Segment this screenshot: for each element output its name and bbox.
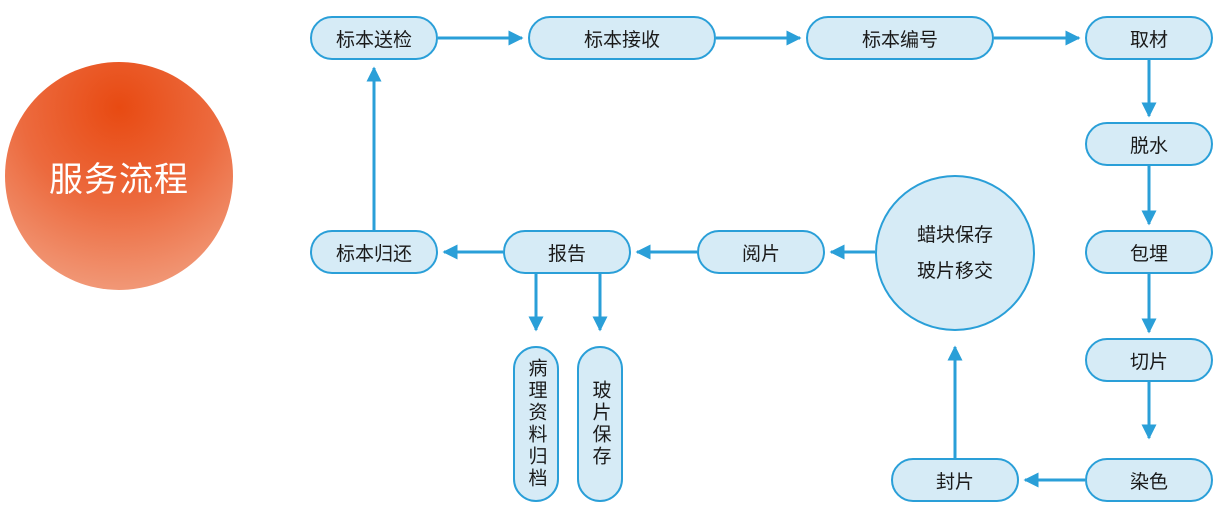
service-flow-title-circle: 服务流程	[5, 62, 233, 290]
node-label: 取材	[1129, 28, 1168, 51]
node-specimen-number: 标本编号	[806, 16, 994, 60]
node-label: 包埋	[1129, 242, 1168, 265]
node-specimen-return: 标本归还	[310, 230, 438, 274]
node-sealing: 封片	[891, 458, 1019, 502]
node-label: 玻片保存	[589, 380, 612, 468]
node-label: 切片	[1129, 350, 1168, 373]
node-sampling: 取材	[1085, 16, 1213, 60]
node-label: 病理资料归档	[525, 358, 548, 490]
node-label-block-save: 蜡块保存	[916, 224, 993, 246]
node-label: 标本送检	[335, 28, 412, 51]
service-flow-title: 服务流程	[49, 159, 189, 200]
node-label: 脱水	[1129, 134, 1168, 157]
node-embedding: 包埋	[1085, 230, 1213, 274]
node-label-slide-transfer: 玻片移交	[916, 260, 993, 282]
node-specimen-receive: 标本接收	[528, 16, 716, 60]
node-label: 标本编号	[861, 28, 938, 51]
node-label: 标本接收	[583, 28, 660, 51]
node-dehydration: 脱水	[1085, 122, 1213, 166]
node-block-slide-storage: 蜡块保存 玻片移交	[875, 175, 1035, 331]
node-slide-save: 玻片保存	[577, 346, 623, 502]
node-specimen-submit: 标本送检	[310, 16, 438, 60]
node-report: 报告	[503, 230, 631, 274]
node-sectioning: 切片	[1085, 338, 1213, 382]
node-staining: 染色	[1085, 458, 1213, 502]
node-label: 染色	[1129, 470, 1168, 493]
node-label: 标本归还	[335, 242, 412, 265]
node-label: 报告	[547, 242, 586, 265]
node-archive: 病理资料归档	[513, 346, 559, 502]
node-reading: 阅片	[697, 230, 825, 274]
node-label: 封片	[935, 470, 974, 493]
node-label: 阅片	[741, 242, 780, 265]
